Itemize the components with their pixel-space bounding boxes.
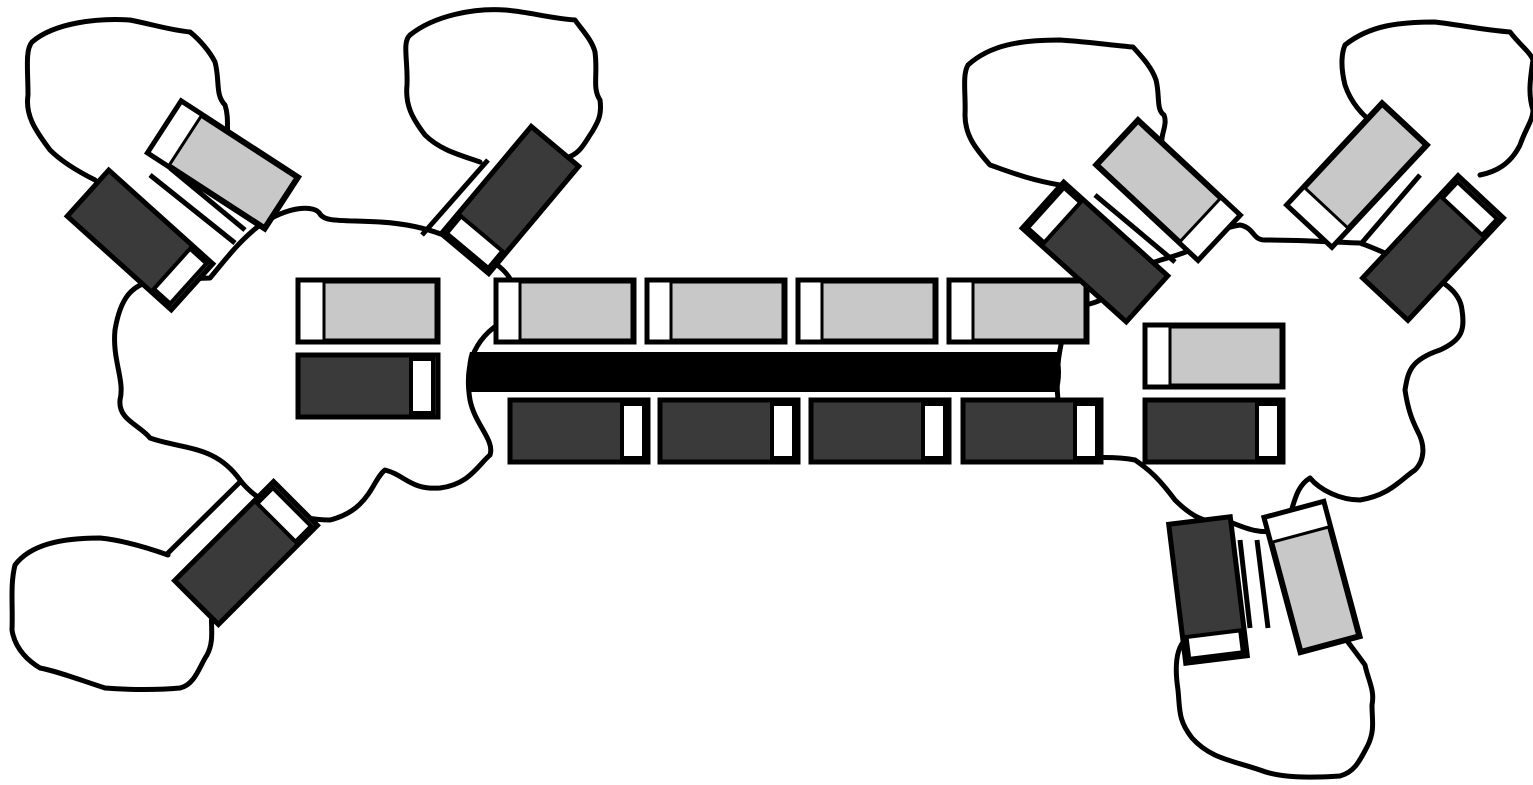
- block-dark-rot-tl: [63, 166, 217, 314]
- central-row-dark: [507, 397, 1104, 465]
- rotated-pair-top-left: [63, 97, 303, 314]
- linker-line-tl-1: [148, 173, 237, 245]
- block-light-rot-tra: [1092, 116, 1244, 264]
- rotated-pair-top-center: [420, 122, 583, 278]
- block-dark-center-2: [657, 397, 801, 465]
- left-complex-straight-pair: [295, 277, 441, 420]
- loop-bottom-right: [1173, 635, 1376, 780]
- loop-top-center: [403, 7, 603, 165]
- rotated-pair-top-right-a: [1018, 116, 1244, 326]
- block-light-center-3: [795, 277, 939, 345]
- rotated-pair-bottom-left: [164, 478, 321, 628]
- block-dark-rot-tra: [1018, 178, 1172, 326]
- rotated-pair-top-right-b: [1283, 99, 1507, 324]
- loop-bottom-left: [9, 535, 215, 692]
- loops-group: [9, 7, 1533, 780]
- linker-line-br-2: [1237, 539, 1253, 629]
- block-dark-rot-bl: [171, 478, 321, 628]
- block-dark-center-1: [507, 397, 651, 465]
- block-light-right: [1142, 322, 1286, 390]
- block-light-center-1: [493, 277, 637, 345]
- block-light-left: [295, 277, 441, 345]
- block-dark-left: [295, 352, 441, 420]
- loop-right-body: [1054, 222, 1466, 535]
- block-light-center-2: [644, 277, 788, 345]
- block-dark-rot-br: [1165, 513, 1251, 667]
- linker-line-tra: [1093, 193, 1177, 264]
- block-light-rot-br: [1260, 498, 1364, 656]
- linker-line-tl-2: [168, 166, 247, 232]
- rotated-pair-bottom-right: [1165, 498, 1364, 667]
- loop-top-right-b: [1339, 19, 1533, 178]
- linker-line-tc: [420, 158, 490, 237]
- loop-top-left: [112, 205, 519, 523]
- linker-line-br-1: [1254, 539, 1271, 629]
- block-light-rot-trb: [1283, 99, 1431, 251]
- linker-line-trb: [1358, 173, 1422, 247]
- block-dark-center-3: [808, 397, 952, 465]
- block-dark-center-4: [960, 397, 1104, 465]
- central-bar-group: [467, 352, 1061, 392]
- block-dark-right: [1142, 397, 1286, 465]
- loop-top-left-small: [24, 17, 233, 183]
- block-dark-rot-trb: [1359, 172, 1507, 324]
- central-bar: [467, 352, 1061, 392]
- block-light-rot-tl: [143, 97, 303, 233]
- central-row-light: [493, 277, 1090, 345]
- block-light-center-4: [946, 277, 1090, 345]
- block-dark-rot-tc: [437, 122, 583, 278]
- loop-top-right-a: [962, 37, 1168, 188]
- linker-line-bl: [164, 480, 242, 557]
- right-complex-straight-pair: [1142, 322, 1286, 465]
